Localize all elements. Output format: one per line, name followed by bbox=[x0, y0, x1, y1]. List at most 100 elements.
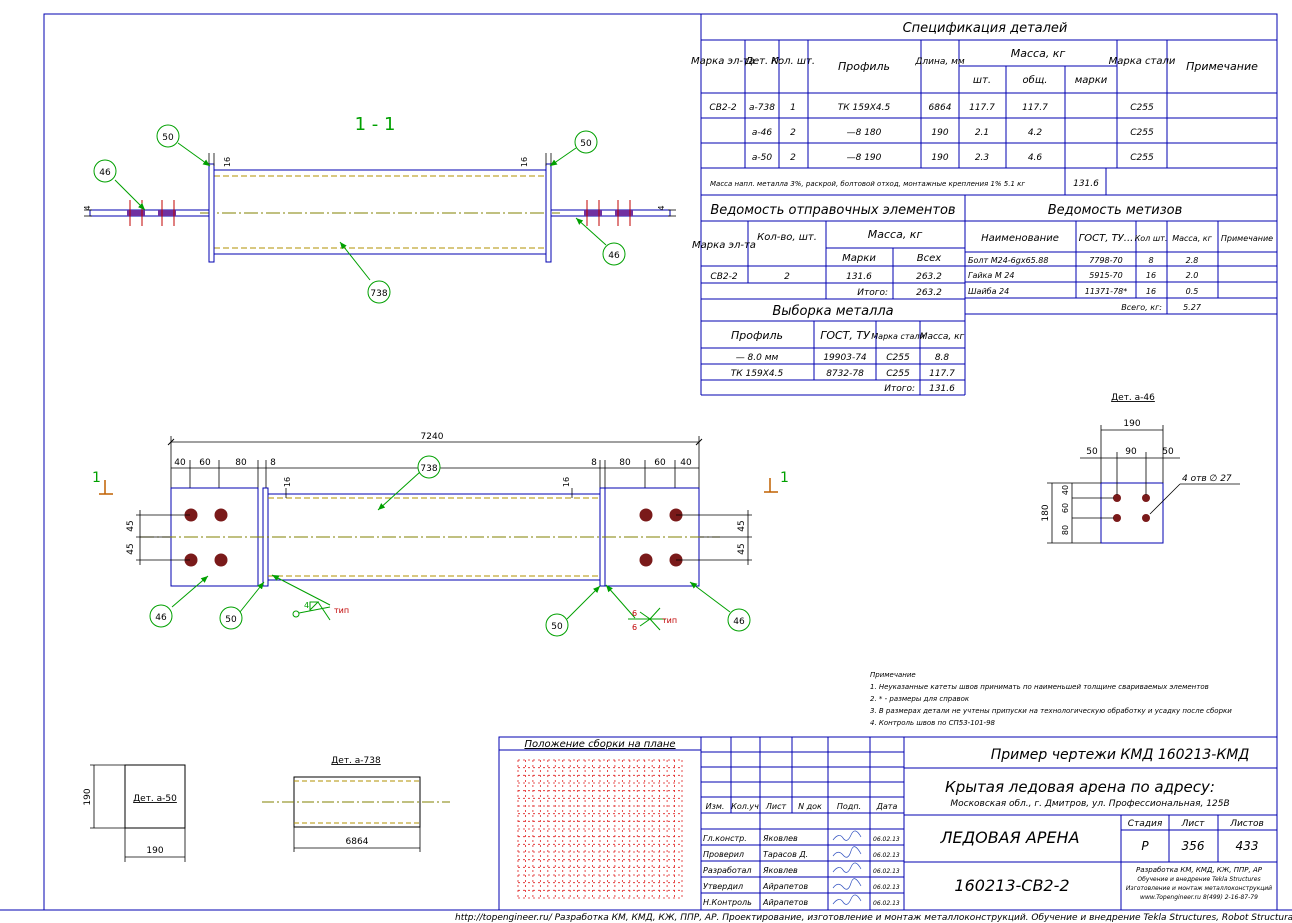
tb-p4-date: 06.02.13 bbox=[873, 900, 900, 907]
hardware-r0-gost: 7798-70 bbox=[1089, 256, 1122, 265]
hardware-h-name: Наименование bbox=[981, 233, 1059, 244]
tb-company-4: www.Topengineer.ru 8(499) 2-16-87-79 bbox=[1140, 894, 1258, 901]
tb-mark-code: 160213-СВ2-2 bbox=[954, 876, 1069, 895]
spec-r2-steel: С255 bbox=[1130, 153, 1154, 163]
callout-738-plan: 738 bbox=[417, 455, 441, 479]
spec-r0-total: 117.7 bbox=[1022, 103, 1048, 113]
spec-h-mass-total: общ. bbox=[1023, 74, 1048, 86]
svg-text:46: 46 bbox=[733, 617, 745, 627]
hardware-total-value: 5.27 bbox=[1183, 303, 1202, 312]
tb-p4-name: Айрапетов bbox=[762, 898, 808, 907]
shipping-h-mark: Марка эл-та bbox=[692, 240, 756, 251]
dim-8-l: 8 bbox=[270, 458, 276, 468]
det46-dim-50-l: 50 bbox=[1086, 447, 1098, 457]
shipping-total-label: Итого: bbox=[857, 288, 888, 298]
signatures bbox=[832, 830, 862, 905]
tb-company-1: Разработка КМ, КМД, КЖ, ППР, АР bbox=[1136, 866, 1263, 874]
spec-r1-det: а-46 bbox=[752, 128, 772, 138]
dim-80-r: 80 bbox=[619, 458, 631, 468]
svg-text:46: 46 bbox=[608, 251, 620, 261]
spec-r1-total: 4.2 bbox=[1028, 128, 1043, 138]
metal-r0-gost: 19903-74 bbox=[823, 353, 867, 363]
spec-h-note: Примечание bbox=[1186, 60, 1258, 73]
det46-dim-190: 190 bbox=[1123, 419, 1140, 429]
shipping-h-mass: Масса, кг bbox=[868, 228, 923, 241]
det738-title: Дет. а-738 bbox=[331, 756, 381, 766]
metal-total-label: Итого: bbox=[884, 384, 915, 394]
spec-r1-length: 190 bbox=[931, 128, 948, 138]
spec-r0-profile: ТК 159Х4.5 bbox=[838, 103, 891, 113]
note-2: 2. * - размеры для справок bbox=[870, 695, 970, 703]
tb-p0-date: 06.02.13 bbox=[873, 836, 900, 843]
tb-object-title: Крытая ледовая арена по адресу: bbox=[945, 778, 1215, 796]
tb-p2-date: 06.02.13 bbox=[873, 868, 900, 875]
spec-r2-length: 190 bbox=[931, 153, 948, 163]
section-mark-left: 1 bbox=[92, 470, 113, 495]
dim-4-left: 4 bbox=[83, 205, 92, 210]
spec-r0-det: а-738 bbox=[749, 103, 775, 113]
tb-p4-role: Н.Контроль bbox=[703, 898, 752, 907]
note-4: 4. Контроль швов по СП53-101-98 bbox=[870, 719, 996, 727]
spec-h-qty: Кол. шт. bbox=[771, 56, 815, 67]
detail-a50: Дет. а-50 190 190 bbox=[83, 764, 186, 862]
hardware-title: Ведомость метизов bbox=[1048, 203, 1183, 218]
detail-a738: Дет. а-738 6864 bbox=[262, 756, 450, 852]
pipe-side-view bbox=[213, 169, 547, 255]
spec-h-profile: Профиль bbox=[838, 60, 890, 73]
hardware-r1-mass: 2.0 bbox=[1186, 271, 1199, 280]
dim-40-r: 40 bbox=[680, 458, 692, 468]
spec-h-mass: Масса, кг bbox=[1011, 47, 1066, 60]
gusset-right bbox=[550, 209, 671, 217]
hardware-r1-gost: 5915-70 bbox=[1089, 271, 1122, 280]
spec-r0-pc: 117.7 bbox=[969, 103, 995, 113]
dim-80-l: 80 bbox=[235, 458, 247, 468]
callout-46-top-left: 46 bbox=[93, 159, 117, 183]
spec-h-steel: Марка стали bbox=[1109, 56, 1176, 67]
spec-text: Спецификация деталей Марка эл-та Дет. N … bbox=[691, 21, 1258, 189]
dim-45-l2: 45 bbox=[126, 543, 136, 554]
svg-text:1: 1 bbox=[92, 470, 101, 486]
hardware-r2-name: Шайба 24 bbox=[968, 287, 1009, 296]
tb-company-3: Изготовление и монтаж металлоконструкций bbox=[1126, 885, 1272, 892]
metal-r1-profile: ТК 159Х4.5 bbox=[731, 369, 784, 379]
tb-stage: Р bbox=[1141, 839, 1149, 853]
svg-text:50: 50 bbox=[551, 622, 563, 632]
plan-position-title: Положение сборки на плане bbox=[524, 738, 675, 750]
tb-col-date: Дата bbox=[876, 802, 898, 811]
det50-title: Дет. а-50 bbox=[133, 794, 177, 804]
metal-r1-gost: 8732-78 bbox=[826, 369, 864, 379]
svg-text:46: 46 bbox=[99, 168, 111, 178]
hardware-table bbox=[965, 221, 1277, 315]
spec-r2-pc: 2.3 bbox=[975, 153, 990, 163]
callout-46-plan-right: 46 bbox=[727, 608, 751, 632]
tb-example: Пример чертежи КМД 160213-КМД bbox=[991, 747, 1250, 763]
det46-dim-180: 180 bbox=[1041, 504, 1051, 521]
hardware-text: Ведомость метизов Наименование ГОСТ, ТУ.… bbox=[968, 203, 1273, 312]
plan-view: 7240 40 60 80 8 8 80 60 40 bbox=[92, 432, 789, 637]
det50-dim-190-v: 190 bbox=[83, 788, 93, 805]
det46-dim-60: 60 bbox=[1061, 503, 1070, 513]
detail-a46: Дет. а-46 190 50 90 50 180 40 60 80 4 от… bbox=[1041, 393, 1240, 544]
hardware-total-label: Всего, кг: bbox=[1121, 303, 1162, 312]
hardware-r1-name: Гайка М 24 bbox=[968, 271, 1014, 280]
spec-table bbox=[700, 14, 1277, 395]
tb-p3-role: Утвердил bbox=[703, 882, 743, 891]
dim-16-left: 16 bbox=[223, 157, 232, 167]
section-title: 1 - 1 bbox=[355, 114, 396, 135]
dim-45-r2: 45 bbox=[737, 543, 747, 554]
tb-stage-h: Стадия bbox=[1128, 819, 1163, 829]
spec-footer-text: Масса напл. металла 3%, раскрой, болтово… bbox=[710, 180, 1025, 188]
tb-col-kol: Кол.уч bbox=[731, 802, 759, 811]
tb-sheet: 356 bbox=[1182, 839, 1205, 853]
hardware-h-qty: Кол шт. bbox=[1135, 234, 1168, 243]
metal-h-mass: Масса, кг bbox=[920, 332, 965, 342]
section-mark-right: 1 bbox=[764, 470, 789, 493]
tb-p2-role: Разработал bbox=[703, 866, 751, 875]
shipping-total-value: 263.2 bbox=[916, 288, 942, 298]
dim-40-l: 40 bbox=[174, 458, 186, 468]
footer-text: http://topengineer.ru/ Разработка КМ, КМ… bbox=[455, 913, 1292, 923]
plan-position-frame bbox=[498, 736, 702, 911]
dim-60-r: 60 bbox=[654, 458, 666, 468]
tb-p0-name: Яковлев bbox=[762, 834, 798, 843]
